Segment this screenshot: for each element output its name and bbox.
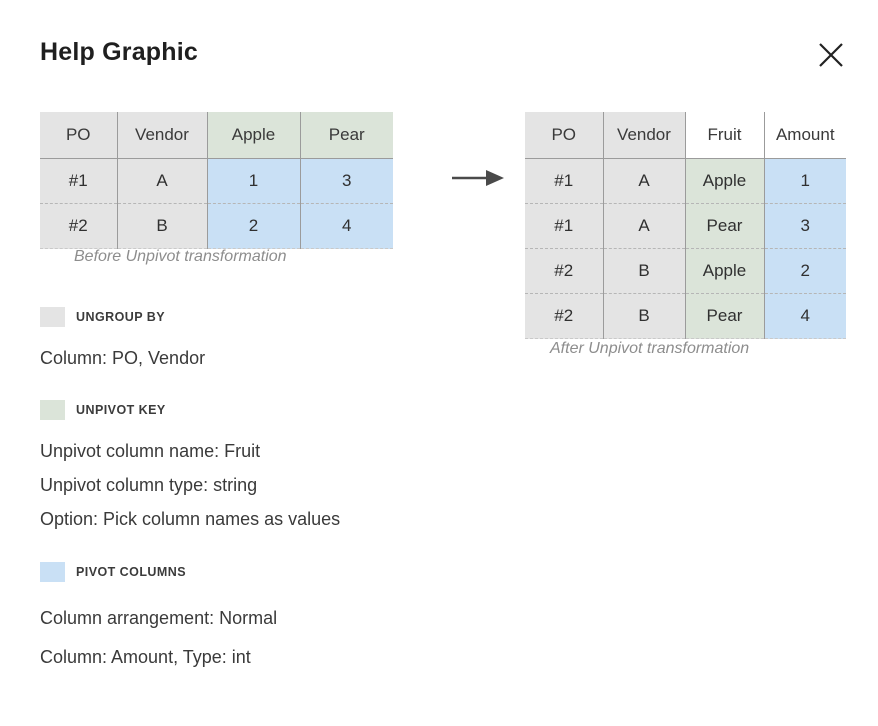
- legend-line: Column arrangement: Normal: [40, 608, 278, 628]
- table-cell: 3: [300, 158, 393, 204]
- legend-line: Option: Pick column names as values: [40, 509, 341, 529]
- legend-line: Column: PO, Vendor: [40, 348, 206, 368]
- legend-line: Unpivot column type: string: [40, 475, 258, 495]
- column-header: Vendor: [117, 112, 208, 159]
- table-cell: A: [603, 203, 686, 249]
- table-cell: B: [603, 248, 686, 294]
- table-after-unpivot: PO Vendor Fruit Amount #1 A Apple 1 #1 A…: [525, 112, 846, 339]
- table-cell: A: [603, 158, 686, 204]
- legend-title: UNGROUP BY: [76, 310, 166, 324]
- table-cell: 3: [764, 203, 846, 249]
- table-cell: Pear: [685, 203, 765, 249]
- table-cell: 2: [207, 203, 301, 249]
- table-cell: 2: [764, 248, 846, 294]
- table-cell: #1: [40, 158, 118, 204]
- table-cell: #2: [40, 203, 118, 249]
- table-cell: B: [603, 293, 686, 339]
- legend-section-ungroup-by: UNGROUP BY Column: PO, Vendor: [40, 307, 205, 375]
- table-row: #1 A Apple 1: [525, 158, 846, 204]
- column-header: PO: [40, 112, 118, 159]
- table-cell: 4: [764, 293, 846, 339]
- legend-line: Column: Amount, Type: int: [40, 647, 251, 667]
- legend-body: Column: PO, Vendor: [40, 341, 205, 375]
- legend-header: UNGROUP BY: [40, 307, 205, 327]
- close-icon: [812, 36, 850, 74]
- column-header: Amount: [764, 112, 846, 159]
- close-button[interactable]: [812, 36, 850, 74]
- table-cell: #1: [525, 158, 604, 204]
- table-cell: A: [117, 158, 208, 204]
- legend-title: PIVOT COLUMNS: [76, 565, 187, 579]
- table-row: #1 A Pear 3: [525, 203, 846, 249]
- table-before-unpivot: PO Vendor Apple Pear #1 A 1 3 #2 B 2 4: [40, 112, 393, 249]
- table-header-row: PO Vendor Apple Pear: [40, 112, 393, 159]
- table-header-row: PO Vendor Fruit Amount: [525, 112, 846, 159]
- color-swatch-icon: [40, 400, 65, 420]
- table-cell: 1: [207, 158, 301, 204]
- table-row: #1 A 1 3: [40, 158, 393, 204]
- color-swatch-icon: [40, 562, 65, 582]
- column-header: Vendor: [603, 112, 686, 159]
- column-header: Fruit: [685, 112, 765, 159]
- legend-section-unpivot-key: UNPIVOT KEY Unpivot column name: Fruit U…: [40, 400, 340, 536]
- table-cell: Pear: [685, 293, 765, 339]
- caption-after: After Unpivot transformation: [550, 340, 750, 357]
- table-cell: B: [117, 203, 208, 249]
- column-header: PO: [525, 112, 604, 159]
- page-title: Help Graphic: [40, 38, 198, 66]
- column-header: Apple: [207, 112, 301, 159]
- legend-body: Unpivot column name: Fruit Unpivot colum…: [40, 434, 340, 536]
- table-cell: 4: [300, 203, 393, 249]
- table-cell: #2: [525, 293, 604, 339]
- table-row: #2 B 2 4: [40, 203, 393, 249]
- column-header: Pear: [300, 112, 393, 159]
- table-cell: #2: [525, 248, 604, 294]
- legend-body: Column arrangement: Normal Column: Amoun…: [40, 599, 277, 677]
- arrow-right-icon: [452, 168, 506, 193]
- table-row: #2 B Pear 4: [525, 293, 846, 339]
- table-cell: Apple: [685, 248, 765, 294]
- caption-before: Before Unpivot transformation: [74, 248, 287, 265]
- legend-line: Unpivot column name: Fruit: [40, 441, 261, 461]
- table-cell: 1: [764, 158, 846, 204]
- table-cell: #1: [525, 203, 604, 249]
- legend-header: PIVOT COLUMNS: [40, 562, 277, 582]
- legend-header: UNPIVOT KEY: [40, 400, 340, 420]
- table-cell: Apple: [685, 158, 765, 204]
- legend-title: UNPIVOT KEY: [76, 403, 166, 417]
- color-swatch-icon: [40, 307, 65, 327]
- table-row: #2 B Apple 2: [525, 248, 846, 294]
- legend-section-pivot-columns: PIVOT COLUMNS Column arrangement: Normal…: [40, 562, 277, 677]
